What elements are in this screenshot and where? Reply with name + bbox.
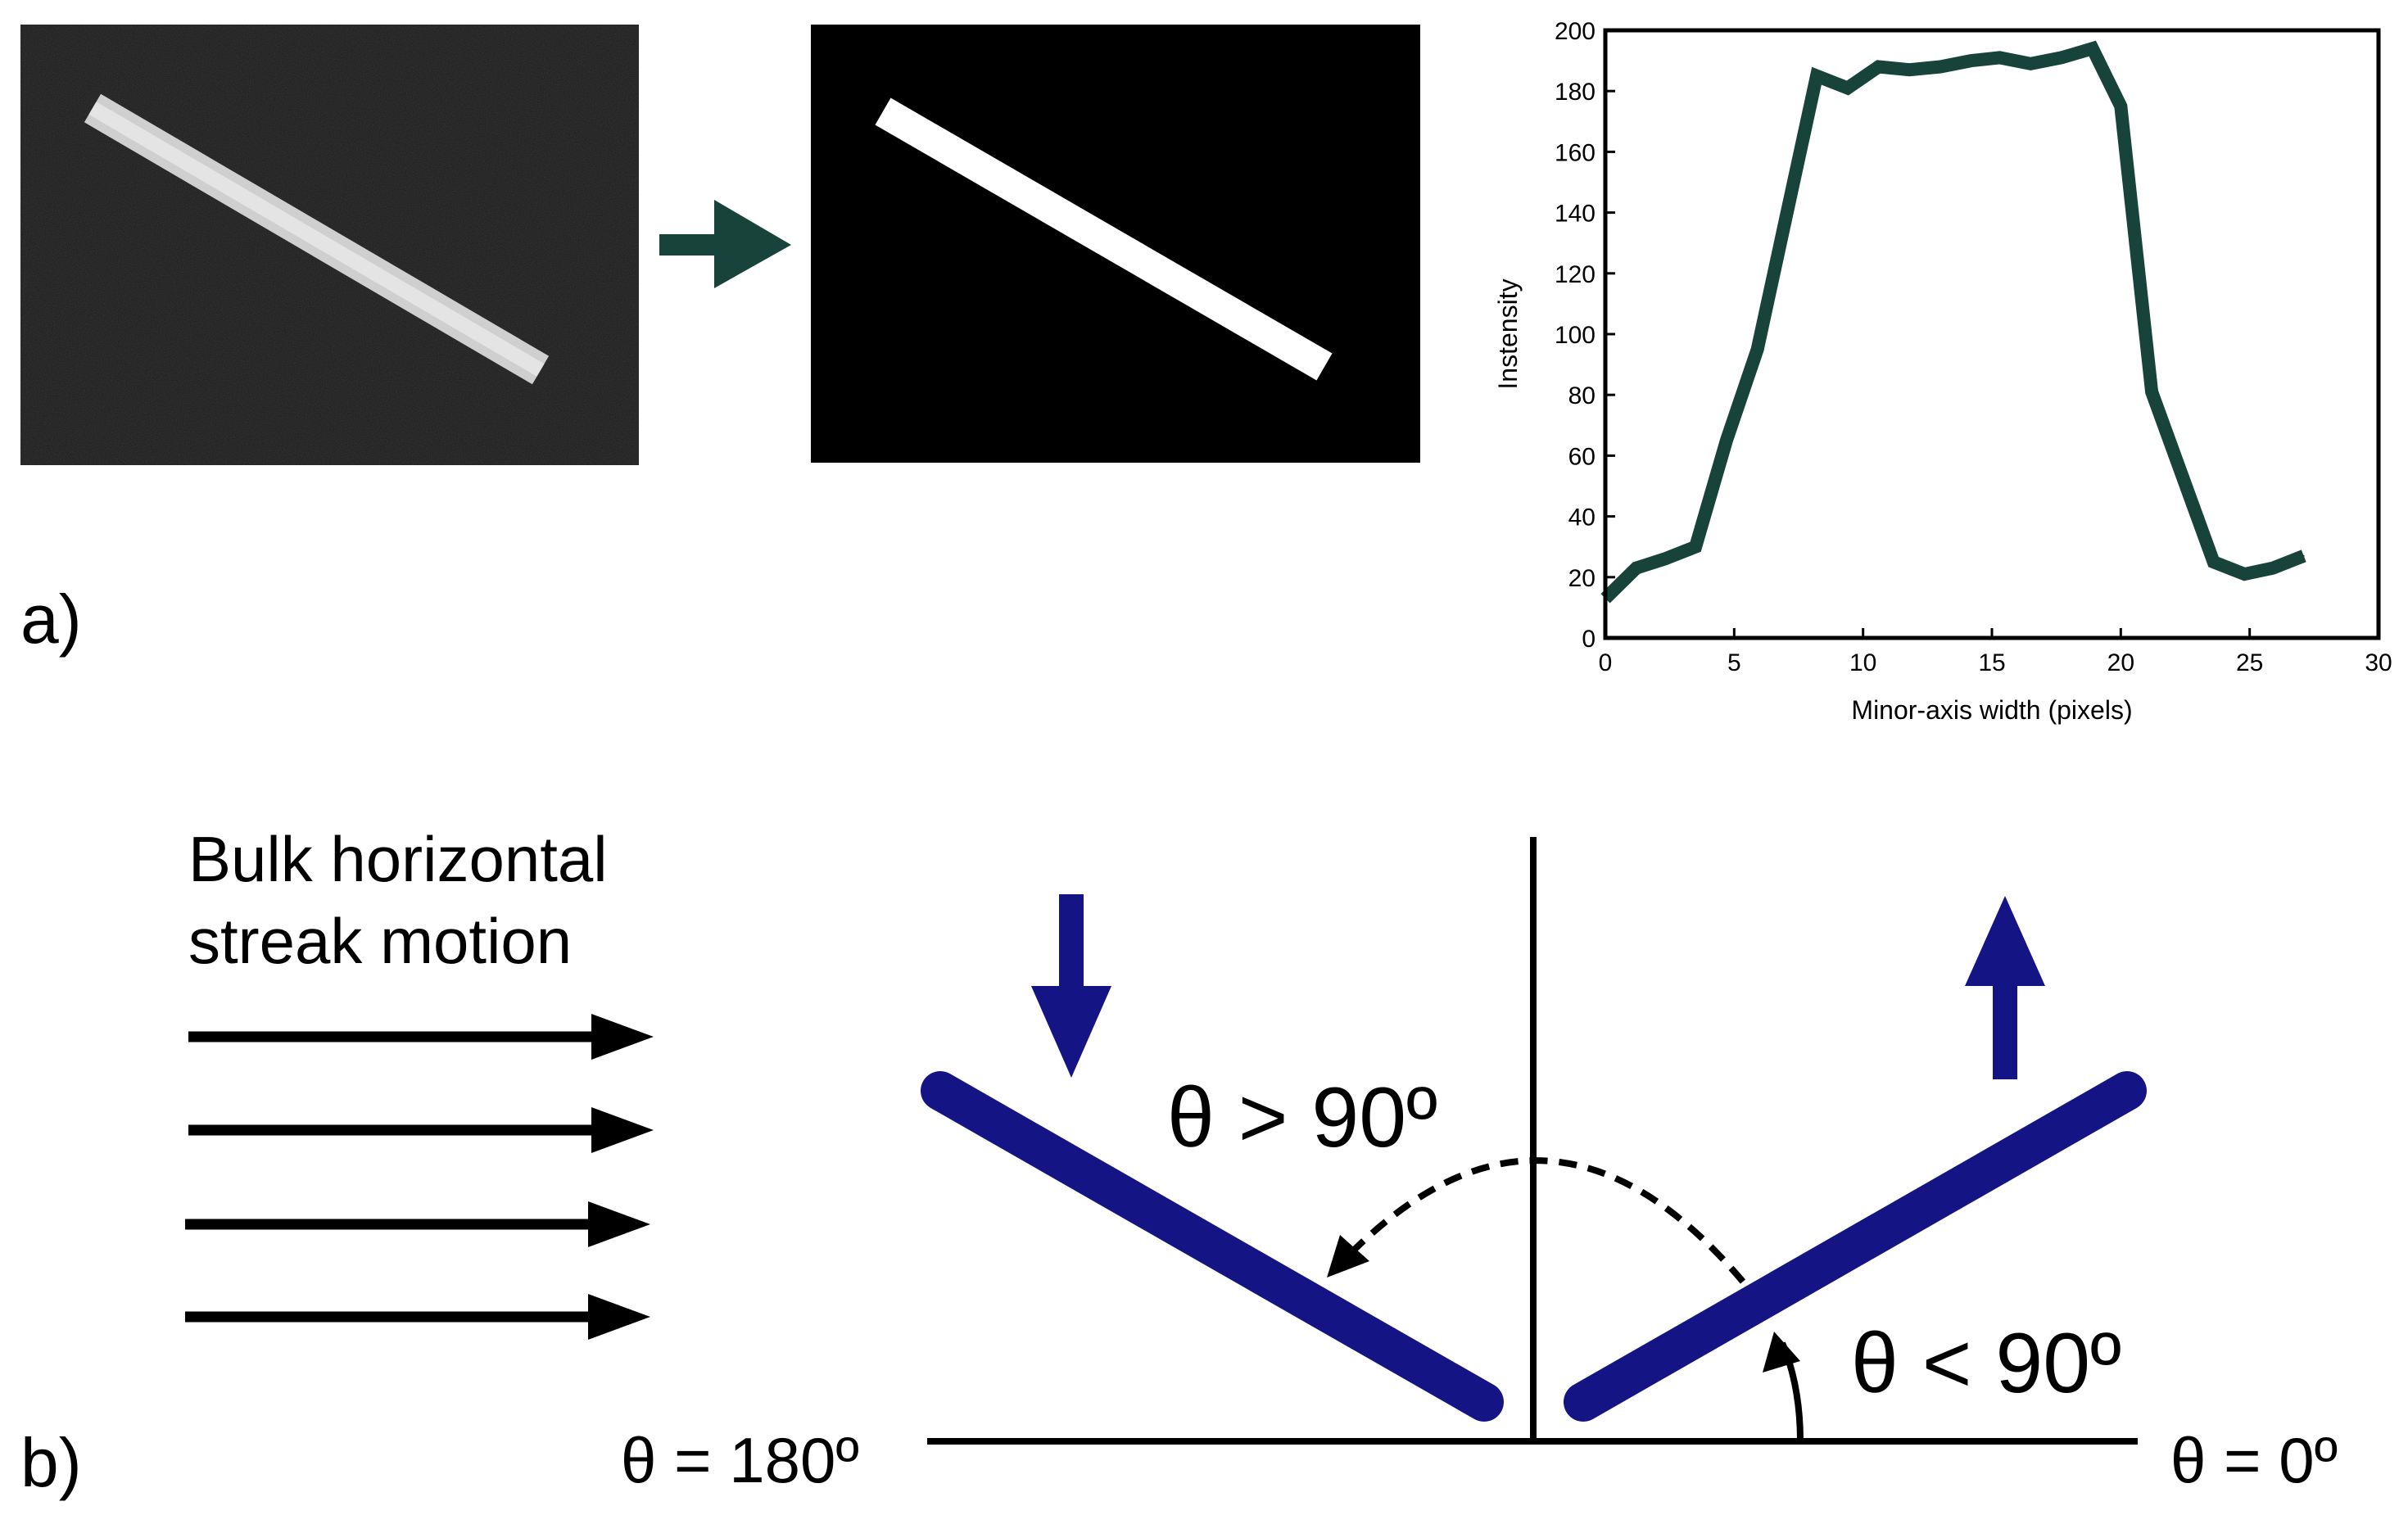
binary-image xyxy=(811,25,1420,463)
y-tick-label: 100 xyxy=(1555,322,1596,349)
data-point xyxy=(1756,348,1758,350)
flow-arrow-icon xyxy=(185,1201,650,1247)
panel-label-b: b) xyxy=(20,1424,82,1501)
dashed-arc-arrowhead-icon xyxy=(1327,1235,1369,1278)
chart-frame xyxy=(1603,28,2381,640)
data-point xyxy=(2271,567,2274,569)
chart-marks: 0 5 10 15 20 25 30 0 20 40 60 80 100 120 140 160 180 200 xyxy=(1555,18,2392,676)
flow-arrow-icon xyxy=(188,1014,654,1060)
data-point xyxy=(2243,573,2246,576)
y-tick-label: 60 xyxy=(1568,443,1596,470)
panel-label-a: a) xyxy=(20,581,82,658)
data-point xyxy=(1695,545,1697,548)
arrow-icon xyxy=(659,200,791,288)
y-tick-label: 160 xyxy=(1555,139,1596,166)
chart-xlabel: Minor-axis width (pixels) xyxy=(1851,695,2132,725)
data-point xyxy=(1998,57,2001,59)
data-point xyxy=(2120,105,2122,107)
data-point xyxy=(2060,57,2062,59)
y-tick-label: 120 xyxy=(1555,261,1596,288)
data-point xyxy=(2151,391,2153,393)
label-theta-lt-90: θ < 90º xyxy=(1851,1316,2121,1411)
data-point xyxy=(2212,561,2215,563)
data-point xyxy=(1908,69,1911,71)
flow-arrows xyxy=(185,1014,654,1340)
intensity-profile-line xyxy=(1600,40,2306,604)
grayscale-image xyxy=(20,25,639,465)
flow-arrow-icon xyxy=(185,1294,650,1340)
rod-left xyxy=(921,1071,1504,1422)
x-tick-label: 30 xyxy=(2365,649,2392,676)
flow-arrow-icon xyxy=(188,1107,654,1153)
down-arrow-icon xyxy=(1031,894,1111,1078)
data-point xyxy=(2181,476,2184,478)
binary-streak xyxy=(875,97,1333,381)
data-point xyxy=(1663,558,1666,560)
dashed-rotation-arc xyxy=(1334,1157,1746,1284)
x-tick-label: 0 xyxy=(1599,649,1613,676)
y-tick-label: 40 xyxy=(1568,504,1596,531)
y-tick-label: 140 xyxy=(1555,201,1596,228)
data-point xyxy=(1970,60,1972,62)
x-tick-label: 15 xyxy=(1978,649,2005,676)
angle-arc-arrowhead-icon xyxy=(1763,1332,1800,1373)
data-point xyxy=(1940,66,1942,68)
data-point xyxy=(2030,62,2032,65)
y-tick-label: 180 xyxy=(1555,79,1596,106)
data-point xyxy=(1816,75,1818,77)
data-point xyxy=(1725,439,1727,441)
up-arrow-icon xyxy=(1965,896,2045,1079)
label-theta-180: θ = 180º xyxy=(621,1424,859,1496)
x-tick-label: 20 xyxy=(2107,649,2134,676)
data-point xyxy=(1877,66,1880,68)
x-tick-label: 25 xyxy=(2236,649,2263,676)
x-tick-label: 5 xyxy=(1727,649,1741,676)
x-tick-label: 10 xyxy=(1849,649,1876,676)
data-point xyxy=(1787,206,1790,208)
rod-right xyxy=(1564,1071,2147,1422)
y-tick-label: 200 xyxy=(1555,18,1596,45)
streak-motion-line-2: streak motion xyxy=(188,905,572,977)
streak-motion-line-1: Bulk horizontal xyxy=(188,823,608,895)
y-tick-label: 80 xyxy=(1568,382,1596,409)
data-point xyxy=(2302,554,2305,557)
data-point xyxy=(1846,87,1849,89)
data-point xyxy=(1635,567,1637,569)
y-tick-label: 0 xyxy=(1582,626,1596,653)
label-theta-0: θ = 0º xyxy=(2170,1424,2338,1496)
label-theta-gt-90: θ > 90º xyxy=(1167,1070,1437,1165)
data-point xyxy=(2091,47,2093,50)
y-tick-label: 20 xyxy=(1568,565,1596,592)
panel-b: Bulk horizontal streak motion xyxy=(20,823,2338,1501)
chart-ylabel: Instensity xyxy=(1493,278,1523,389)
